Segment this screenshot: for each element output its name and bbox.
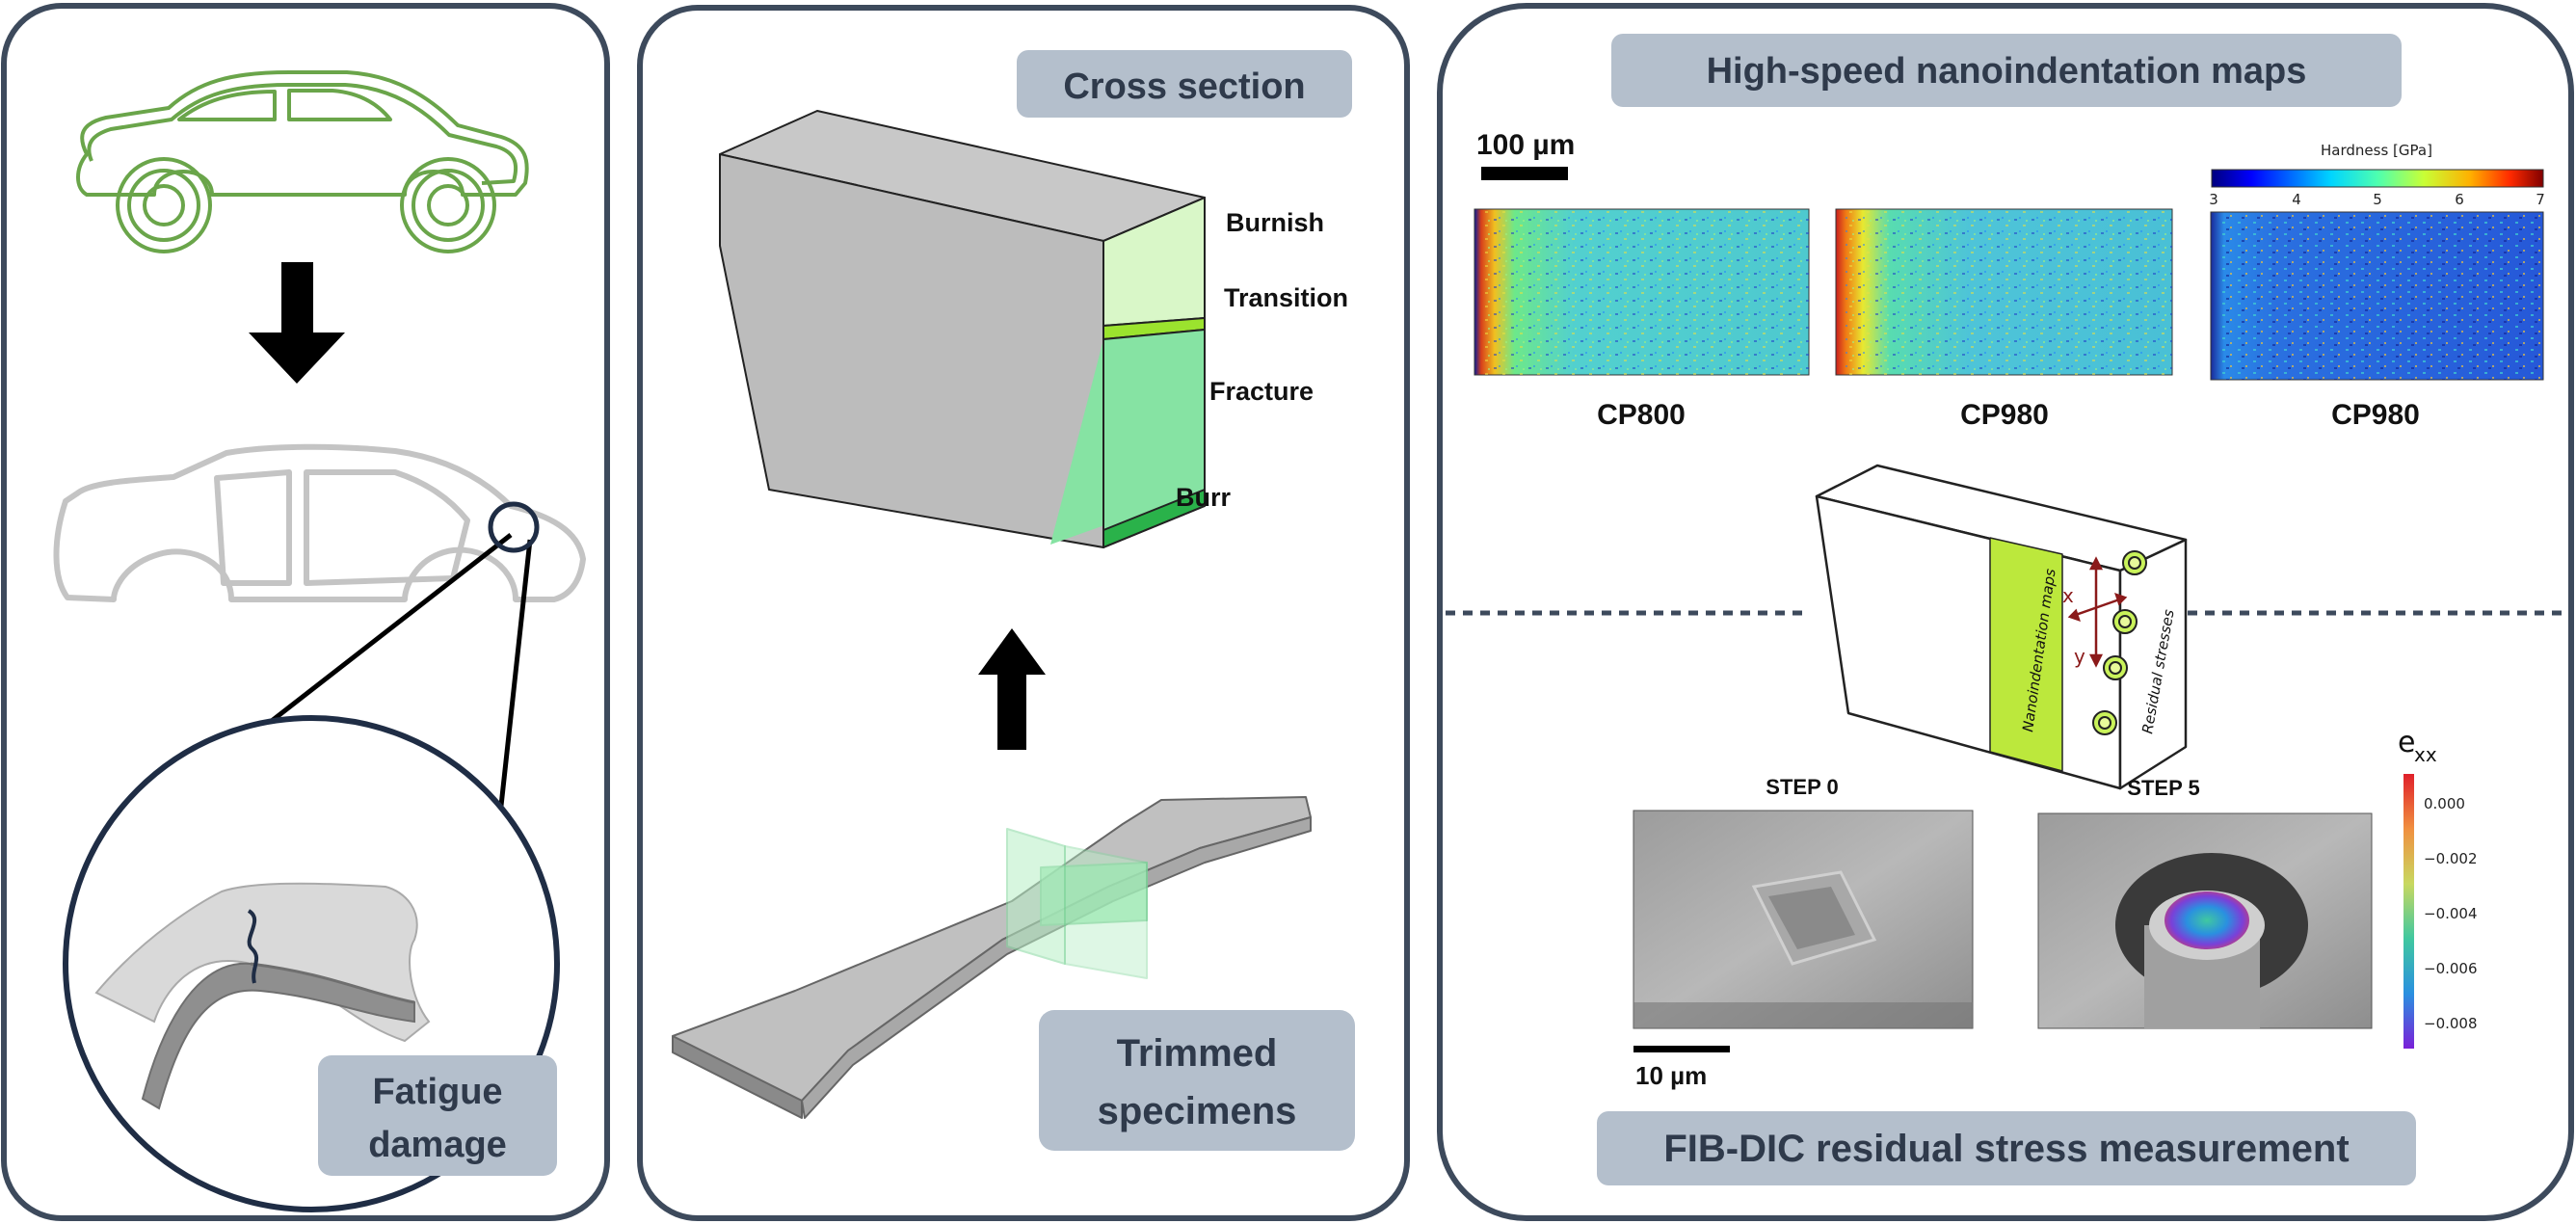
scalebar-bottom-label: 10 µm	[1635, 1061, 1707, 1090]
right-panel-border	[1437, 3, 2574, 1221]
hardness-colorbar	[2211, 169, 2544, 188]
hardness-tick: 4	[2292, 191, 2301, 208]
fatigue-damage-label-line2: damage	[368, 1125, 507, 1165]
cross-section-banner	[1017, 50, 1352, 118]
map-label-cp800: CP800	[1597, 399, 1686, 431]
scalebar-top	[1481, 167, 1568, 180]
car-body-frame-icon	[53, 443, 586, 602]
step-0-label: STEP 0	[1766, 775, 1838, 799]
axis-y-label: y	[2074, 645, 2085, 668]
strain-tick: −0.008	[2424, 1015, 2478, 1032]
middle-panel: Cross section Burnish Transition Fractur…	[637, 5, 1410, 1221]
car-icon	[76, 70, 529, 253]
cross-section-block	[719, 110, 1206, 548]
right-panel: High-speed nanoindentation maps 100 µm C…	[1437, 3, 2574, 1221]
zone-label-burr: Burr	[1176, 483, 1231, 512]
map-label-cp980-a: CP980	[1960, 399, 2049, 431]
trimmed-label-line1: Trimmed	[1117, 1032, 1278, 1075]
left-panel: Fatigue damage	[1, 3, 610, 1221]
step-5-label: STEP 5	[2127, 776, 2199, 800]
nanoindentation-banner	[1611, 34, 2402, 107]
zone-label-fracture: Fracture	[1209, 377, 1314, 406]
fib-marker-icons	[2092, 550, 2147, 735]
axis-arrows	[2067, 556, 2128, 668]
up-arrow-icon	[978, 628, 1046, 750]
sem-image-step-5	[2037, 812, 2373, 1029]
fatigue-damage-banner	[318, 1055, 557, 1176]
middle-panel-border	[637, 5, 1410, 1221]
fatigue-damage-label-line1: Fatigue	[372, 1072, 502, 1112]
hardness-tick: 3	[2209, 191, 2218, 208]
sheet-panel-detail	[94, 882, 431, 1110]
cross-section-label: Cross section	[1063, 67, 1305, 107]
zone-label-transition: Transition	[1224, 283, 1348, 312]
schematic-block	[1815, 464, 2188, 790]
hardness-tick: 5	[2373, 191, 2382, 208]
strain-colorbar-ticks: 0.000 −0.002 −0.004 −0.006 −0.008	[2424, 795, 2478, 1032]
strain-tick: −0.006	[2424, 960, 2478, 977]
strain-tick: −0.002	[2424, 850, 2478, 867]
axis-x-label: x	[2062, 584, 2074, 607]
hardness-colorbar-ticks: 3 4 5 6 7	[2209, 191, 2545, 208]
trimmed-specimens-banner	[1039, 1010, 1355, 1151]
strain-tick: 0.000	[2424, 795, 2465, 812]
map-label-cp980-b: CP980	[2331, 399, 2420, 431]
crack-icon	[247, 909, 258, 984]
down-arrow-icon	[249, 262, 345, 384]
strain-tick: −0.004	[2424, 905, 2478, 922]
left-panel-border	[1, 3, 610, 1221]
hardness-map-cp980-a	[1835, 208, 2173, 376]
hardness-tick: 6	[2455, 191, 2464, 208]
trimmed-specimen	[672, 796, 1312, 1119]
nanoindentation-strip	[1989, 537, 2063, 772]
hardness-map-cp980-b	[2210, 211, 2544, 381]
hardness-tick: 7	[2536, 191, 2545, 208]
strain-colorbar-title: e	[2398, 726, 2415, 759]
fib-dic-banner	[1597, 1111, 2416, 1185]
zone-label-burnish: Burnish	[1226, 208, 1324, 237]
sem-image-step-0	[1633, 810, 1974, 1029]
scalebar-top-label: 100 µm	[1476, 129, 1575, 161]
scalebar-bottom	[1633, 1046, 1730, 1052]
fib-dic-banner-label: FIB-DIC residual stress measurement	[1663, 1128, 2349, 1170]
trimmed-label-line2: specimens	[1098, 1090, 1297, 1132]
hardness-colorbar-title: Hardness [GPa]	[2321, 142, 2432, 159]
strain-colorbar-subscript: xx	[2414, 743, 2437, 766]
hardness-map-cp800	[1474, 208, 1810, 376]
zoom-target-circle	[488, 501, 540, 553]
strain-colorbar	[2403, 774, 2414, 1049]
nanoindentation-banner-label: High-speed nanoindentation maps	[1707, 51, 2307, 92]
